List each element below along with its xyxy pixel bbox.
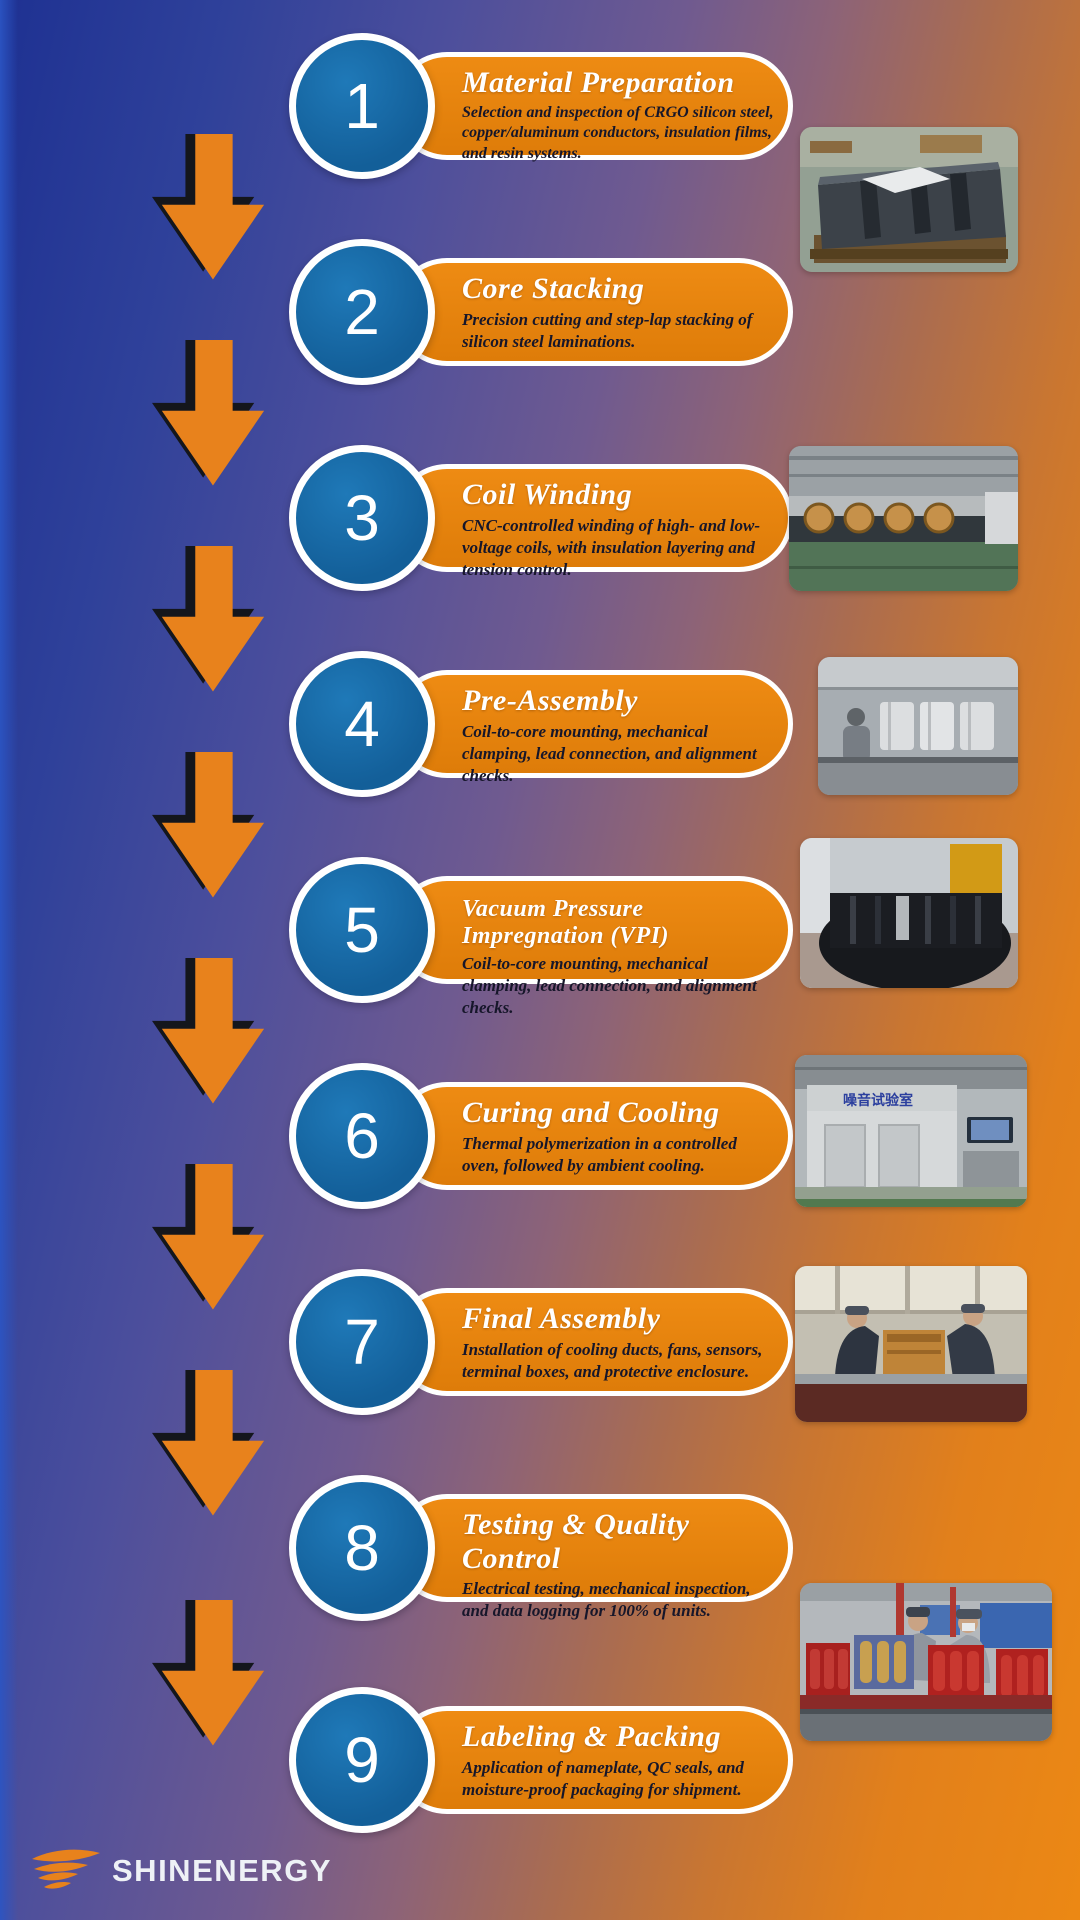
brand-logo: SHINENERGY bbox=[30, 1842, 332, 1900]
step-number-circle: 7 bbox=[289, 1269, 435, 1415]
step-desc: CNC-controlled winding of high- and low-… bbox=[462, 515, 761, 579]
step-title: Vacuum Pressure Impregnation (VPI) bbox=[462, 896, 670, 949]
step-desc: Application of nameplate, QC seals, and … bbox=[462, 1757, 744, 1799]
step-banner: Curing and Cooling Thermal polymerizatio… bbox=[393, 1082, 793, 1190]
step-banner: Material Preparation Selection and inspe… bbox=[393, 52, 793, 162]
down-arrow-icon-4 bbox=[152, 744, 270, 898]
step-title: Testing & Quality Control bbox=[462, 1508, 690, 1575]
step-title: Core Stacking bbox=[462, 272, 645, 305]
step-number-circle: 2 bbox=[289, 239, 435, 385]
step-number-circle: 6 bbox=[289, 1063, 435, 1209]
step-number-circle: 9 bbox=[289, 1687, 435, 1833]
step-banner: Labeling & Packing Application of namepl… bbox=[393, 1706, 793, 1814]
wing-logo-icon bbox=[32, 1849, 100, 1889]
step-number: 5 bbox=[344, 894, 380, 966]
brand-name: SHINENERGY bbox=[112, 1853, 332, 1888]
step-desc: Thermal polymerization in a controlled o… bbox=[462, 1133, 737, 1175]
step-number-circle: 5 bbox=[289, 857, 435, 1003]
step-number: 6 bbox=[344, 1100, 380, 1172]
photo-curing-chamber: 噪音试验室 bbox=[795, 1055, 1027, 1207]
step-desc: Coil-to-core mounting, mechanical clampi… bbox=[462, 721, 757, 785]
step-banner: Vacuum Pressure Impregnation (VPI) Coil-… bbox=[393, 876, 793, 1017]
step-banner: Pre-Assembly Coil-to-core mounting, mech… bbox=[393, 670, 793, 785]
step-desc: Precision cutting and step-lap stacking … bbox=[462, 309, 753, 351]
down-arrow-icon-6 bbox=[152, 1156, 270, 1310]
photo-coil-winding-shop bbox=[789, 446, 1018, 591]
step-number-circle: 1 bbox=[289, 33, 435, 179]
step-number: 9 bbox=[344, 1724, 380, 1796]
step-banner: Final Assembly Installation of cooling d… bbox=[393, 1288, 793, 1396]
step-banner: Coil Winding CNC-controlled winding of h… bbox=[393, 464, 793, 579]
down-arrow-icon-7 bbox=[152, 1362, 270, 1516]
step-number-circle: 8 bbox=[289, 1475, 435, 1621]
step-banner: Testing & Quality Control Electrical tes… bbox=[393, 1494, 793, 1620]
step-number: 2 bbox=[344, 276, 380, 348]
step-number-circle: 3 bbox=[289, 445, 435, 591]
down-arrow-icon-3 bbox=[152, 538, 270, 692]
step-desc: Selection and inspection of CRGO silicon… bbox=[462, 103, 774, 163]
photo-pre-assembly bbox=[818, 657, 1018, 795]
step-number: 4 bbox=[344, 688, 380, 760]
step-desc: Installation of cooling ducts, fans, sen… bbox=[462, 1339, 763, 1381]
photo-core-laminations bbox=[800, 127, 1018, 272]
photo-testing-line bbox=[800, 1583, 1052, 1741]
step-number: 1 bbox=[344, 70, 380, 142]
down-arrow-icon-8 bbox=[152, 1592, 270, 1746]
left-edge-accent bbox=[0, 0, 18, 1920]
down-arrow-icon-5 bbox=[152, 950, 270, 1104]
step-title: Labeling & Packing bbox=[462, 1720, 721, 1753]
step-title: Coil Winding bbox=[462, 478, 633, 511]
step-title: Curing and Cooling bbox=[462, 1096, 720, 1129]
step-title: Final Assembly bbox=[462, 1302, 661, 1335]
step-number: 8 bbox=[344, 1512, 380, 1584]
down-arrow-icon-1 bbox=[152, 126, 270, 280]
step-number: 3 bbox=[344, 482, 380, 554]
step-title: Material Preparation bbox=[462, 66, 735, 99]
step-desc: Coil-to-core mounting, mechanical clampi… bbox=[462, 953, 757, 1017]
down-arrow-icon-2 bbox=[152, 332, 270, 486]
step-number-circle: 4 bbox=[289, 651, 435, 797]
step-banner: Core Stacking Precision cutting and step… bbox=[393, 258, 793, 366]
step-title: Pre-Assembly bbox=[462, 684, 638, 717]
chamber-sign-text: 噪音试验室 bbox=[843, 1092, 913, 1108]
photo-final-assembly bbox=[795, 1266, 1027, 1422]
step-number: 7 bbox=[344, 1306, 380, 1378]
step-desc: Electrical testing, mechanical inspectio… bbox=[462, 1579, 751, 1621]
photo-vpi-coils bbox=[800, 838, 1018, 988]
